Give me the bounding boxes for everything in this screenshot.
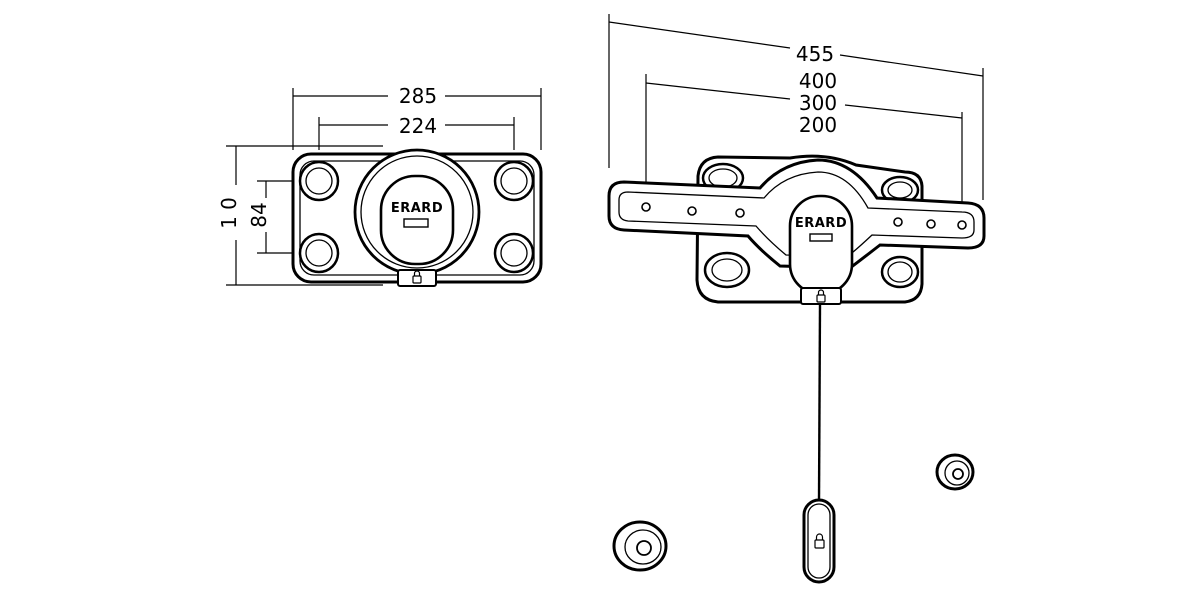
arm-hole-1 xyxy=(641,202,651,212)
right-brand-logo: ERARD xyxy=(795,216,847,231)
pull-cord xyxy=(817,303,822,503)
right-perspective-view: 455 400 300 200 ERARD xyxy=(607,14,986,584)
arm-hole-5 xyxy=(926,219,936,229)
dim-200-label: 200 xyxy=(799,113,837,137)
right-arm-inner-edge xyxy=(618,171,975,257)
right-plate-hole-bottom-right xyxy=(880,255,920,289)
dim-224-label: 224 xyxy=(399,114,437,138)
spacer-washer-left xyxy=(612,520,668,572)
left-brand-logo: ERARD xyxy=(391,201,443,216)
handle-padlock-icon xyxy=(814,533,825,549)
spacer-washer-right xyxy=(935,453,975,491)
left-brand-slot xyxy=(403,218,429,228)
right-plate-hole-bottom-left xyxy=(703,251,751,289)
right-padlock-icon xyxy=(816,289,826,303)
left-mount-holes xyxy=(298,160,535,274)
left-dimension-lines xyxy=(226,88,542,286)
dim-455-label: 455 xyxy=(796,42,834,66)
left-front-view: 285 224 1 0 84 ERARD xyxy=(217,84,543,287)
arm-hole-4 xyxy=(893,217,903,227)
arm-hole-3 xyxy=(735,208,745,218)
dim-300-label: 300 xyxy=(799,91,837,115)
dim-400-label: 400 xyxy=(799,69,837,93)
dim-height-outer-label: 1 0 xyxy=(217,197,241,229)
left-padlock-icon xyxy=(412,270,422,284)
dim-84-label: 84 xyxy=(247,202,271,227)
right-arm-holes xyxy=(641,202,967,230)
right-brand-slot xyxy=(809,233,833,242)
right-dimension-lines xyxy=(608,14,984,220)
dim-285-label: 285 xyxy=(399,84,437,108)
arm-hole-6 xyxy=(957,220,967,230)
right-brand-plate xyxy=(788,194,854,296)
arm-hole-2 xyxy=(687,206,697,216)
